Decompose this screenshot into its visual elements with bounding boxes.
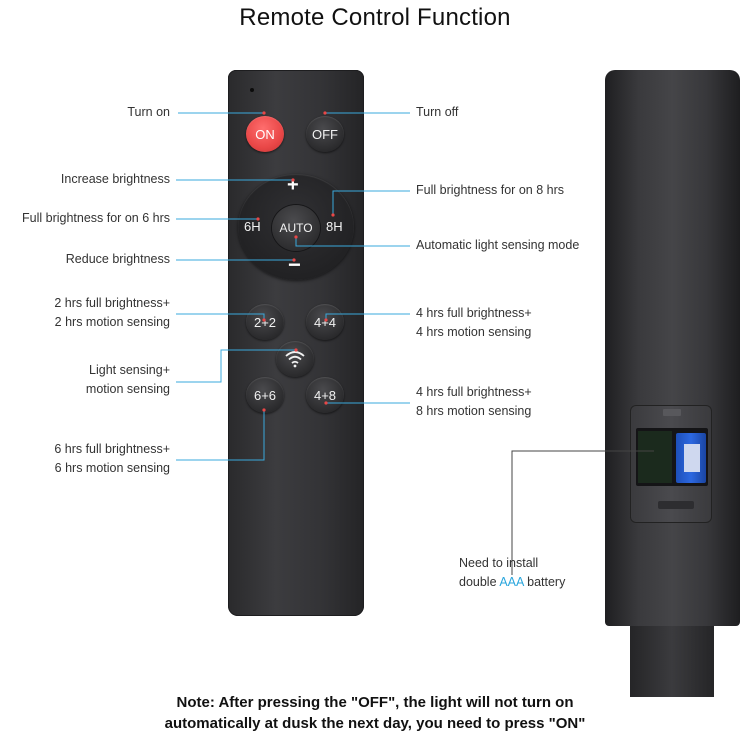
- 2plus2-button[interactable]: 2+2: [246, 304, 284, 340]
- ir-emitter: [250, 88, 254, 92]
- minus-icon[interactable]: −: [288, 252, 301, 277]
- 4plus8-button[interactable]: 4+8: [306, 377, 344, 413]
- wifi-waves-icon: [285, 351, 305, 368]
- m44-line: [325, 313, 410, 320]
- door-slot: [658, 501, 694, 509]
- battery-latch: [663, 409, 681, 416]
- sense-line: [176, 349, 296, 383]
- label-m22: 2 hrs full brightness+ 2 hrs motion sens…: [54, 296, 170, 329]
- label-reduce: Reduce brightness: [65, 252, 170, 266]
- label-full8: Full brightness for on 8 hrs: [416, 183, 564, 197]
- on-button[interactable]: ON: [246, 116, 284, 152]
- label-increase: Increase brightness: [60, 172, 170, 186]
- battery-line: [511, 450, 654, 575]
- plus-icon[interactable]: +: [287, 174, 299, 196]
- page-title: Remote Control Function: [239, 4, 511, 31]
- off-button[interactable]: OFF: [306, 116, 344, 152]
- 6h-button[interactable]: 6H: [244, 219, 261, 234]
- 4plus4-button[interactable]: 4+4: [306, 304, 344, 340]
- label-turn-on: Turn on: [127, 105, 170, 119]
- label-auto: Automatic light sensing mode: [416, 238, 580, 252]
- 6plus6-button[interactable]: 6+6: [246, 377, 284, 413]
- label-battery: Need to install double AAA battery: [459, 556, 566, 589]
- label-full6: Full brightness for on 6 hrs: [22, 211, 170, 225]
- auto-button[interactable]: AUTO: [272, 205, 320, 251]
- label-m44: 4 hrs full brightness+ 4 hrs motion sens…: [416, 306, 532, 339]
- label-turn-off: Turn off: [416, 105, 459, 119]
- sensor-button[interactable]: [276, 341, 314, 377]
- label-m48: 4 hrs full brightness+ 8 hrs motion sens…: [416, 385, 532, 418]
- label-sense: Light sensing+ motion sensing: [85, 363, 170, 396]
- label-m66: 6 hrs full brightness+ 6 hrs motion sens…: [54, 442, 170, 475]
- note-text: Note: After pressing the "OFF", the ligh…: [164, 694, 586, 732]
- remote-side-view: [605, 70, 740, 626]
- battery-label-icon: [684, 444, 700, 472]
- aaa-highlight: AAA: [499, 575, 524, 589]
- full8-line: [332, 190, 410, 215]
- 8h-button[interactable]: 8H: [326, 219, 343, 234]
- m22-line: [176, 313, 265, 320]
- circuit-board: [638, 431, 672, 483]
- auto-line: [295, 237, 410, 247]
- m66-line: [176, 410, 265, 461]
